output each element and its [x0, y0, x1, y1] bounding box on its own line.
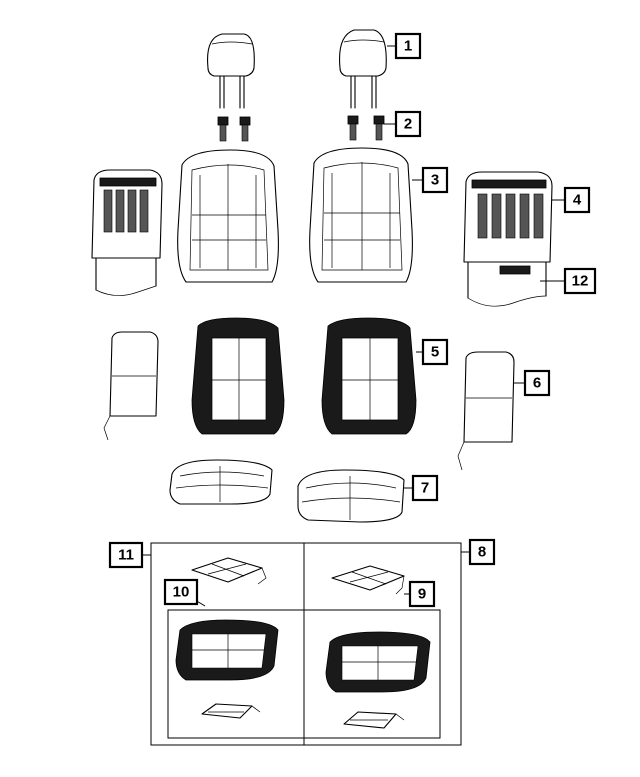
seat-cushion-cover-right[interactable] — [297, 469, 405, 523]
seat-back-cover-right[interactable] — [309, 147, 413, 283]
cushion-module-left[interactable] — [201, 703, 261, 719]
seat-back-foam-left[interactable] — [191, 317, 285, 435]
svg-text:2: 2 — [404, 116, 412, 133]
svg-text:4: 4 — [573, 192, 582, 209]
seat-back-heater-left[interactable] — [103, 331, 159, 441]
leader-lines — [142, 45, 565, 607]
callout-4: 4 — [563, 186, 591, 214]
seat-cushion-cover-left[interactable] — [169, 459, 273, 505]
callout-11: 11 — [108, 541, 144, 569]
seat-back-frame-left[interactable] — [91, 169, 163, 296]
svg-text:10: 10 — [173, 584, 190, 601]
callout-9: 9 — [408, 580, 436, 608]
callout-2: 2 — [394, 110, 422, 138]
svg-text:8: 8 — [478, 544, 486, 561]
seat-back-heater-right[interactable] — [457, 351, 515, 471]
svg-text:6: 6 — [533, 375, 541, 392]
callout-12: 12 — [563, 267, 597, 295]
callout-10: 10 — [163, 578, 199, 606]
seat-back-frame-right[interactable] — [463, 171, 553, 307]
seat-back-foam-right[interactable] — [321, 317, 417, 435]
callout-7: 7 — [411, 474, 439, 502]
cushion-foam-right[interactable] — [325, 631, 431, 693]
svg-text:11: 11 — [118, 547, 134, 564]
guide-sleeves-left[interactable] — [217, 116, 251, 142]
svg-text:7: 7 — [421, 480, 429, 497]
callout-8: 8 — [468, 538, 496, 566]
headrest-right[interactable] — [339, 29, 387, 109]
callout-6: 6 — [523, 369, 551, 397]
callout-3: 3 — [421, 166, 449, 194]
callout-1: 1 — [394, 32, 422, 60]
svg-text:1: 1 — [404, 38, 412, 55]
guide-sleeves-right[interactable] — [347, 115, 385, 141]
svg-text:9: 9 — [418, 586, 426, 603]
callout-5: 5 — [421, 338, 449, 366]
cushion-heater-element-right[interactable] — [331, 565, 405, 595]
cushion-module-right[interactable] — [343, 711, 405, 729]
cushion-heater-element-left[interactable] — [191, 557, 267, 585]
headrest-left[interactable] — [207, 33, 255, 109]
cushion-foam-left[interactable] — [175, 619, 279, 681]
seat-back-cover-left[interactable] — [177, 149, 279, 283]
kit-frame — [150, 542, 462, 746]
svg-text:5: 5 — [431, 344, 439, 361]
svg-text:3: 3 — [431, 172, 439, 189]
svg-text:12: 12 — [572, 273, 589, 290]
